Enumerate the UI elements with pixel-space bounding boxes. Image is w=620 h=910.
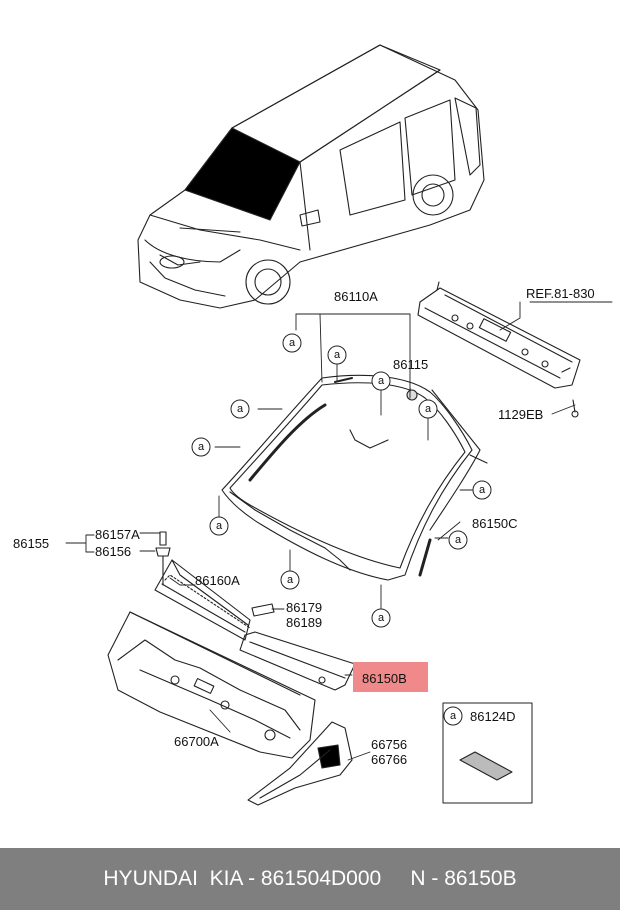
- svg-text:a: a: [455, 534, 462, 546]
- callout-a: [448, 530, 468, 550]
- vehicle-illustration: [137, 44, 485, 309]
- label-86115: 86115: [393, 357, 428, 372]
- label-66700A: 66700A: [174, 734, 219, 749]
- label-86155: 86155: [13, 536, 49, 551]
- svg-text:a: a: [479, 484, 486, 496]
- label-86179: 86179: [286, 600, 322, 615]
- svg-text:a: a: [425, 403, 432, 415]
- part-number-footer: HYUNDAI KIA - 861504D000 N - 86150B: [0, 848, 620, 910]
- svg-text:a: a: [289, 337, 296, 349]
- windshield-moulding: [334, 377, 488, 464]
- label-86160A: 86160A: [195, 573, 240, 588]
- callout-a: [280, 570, 300, 590]
- svg-text:a: a: [216, 520, 223, 532]
- callout-a: [443, 706, 463, 726]
- label-66756: 66756: [371, 737, 407, 752]
- callouts: a a a a a a a a a a a a: [191, 333, 492, 726]
- part-labels: 86110A REF.81-830 86115 1129EB 86150C 86…: [13, 286, 595, 767]
- dash-panel: [107, 611, 316, 759]
- label-86150C: 86150C: [472, 516, 518, 531]
- callout-a: [230, 399, 250, 419]
- label-86150B: 86150B: [362, 671, 407, 686]
- label-86157A: 86157A: [95, 527, 140, 542]
- cowl-side-panel: [239, 631, 356, 691]
- callout-a: [191, 437, 211, 457]
- callout-a: [371, 608, 391, 628]
- svg-text:a: a: [378, 612, 385, 624]
- cowl-cover-panel: [154, 559, 251, 641]
- svg-text:a: a: [198, 441, 205, 453]
- label-66766: 66766: [371, 752, 407, 767]
- label-1129EB: 1129EB: [498, 407, 543, 422]
- parts-diagram: a a a a a a a a a a a a 86110A REF.81-83…: [13, 44, 613, 806]
- callout-a: [282, 333, 302, 353]
- footer-text: HYUNDAI KIA - 861504D000 N - 86150B: [103, 867, 517, 890]
- callout-a: [472, 480, 492, 500]
- highlight-box: [353, 662, 428, 692]
- svg-text:a: a: [287, 574, 294, 586]
- side-bracket: [247, 721, 353, 806]
- cowl-top-panel: [417, 281, 581, 389]
- label-ref-81-830: REF.81-830: [526, 286, 595, 301]
- fasteners: [155, 389, 579, 617]
- callout-a: [418, 399, 438, 419]
- callout-a: [371, 371, 391, 391]
- callout-a: [327, 345, 347, 365]
- moulding-clip-86124D: [459, 751, 513, 781]
- label-86189: 86189: [286, 615, 322, 630]
- svg-text:a: a: [237, 403, 244, 415]
- label-86156: 86156: [95, 544, 131, 559]
- label-86124D: 86124D: [470, 709, 516, 724]
- svg-text:a: a: [334, 349, 341, 361]
- label-86110A: 86110A: [334, 289, 378, 304]
- leader-lines: [65, 301, 613, 761]
- svg-text:a: a: [450, 710, 457, 722]
- windshield-glass: [221, 374, 481, 581]
- callout-a: [209, 516, 229, 536]
- svg-text:a: a: [378, 375, 385, 387]
- legend-box: [442, 702, 533, 804]
